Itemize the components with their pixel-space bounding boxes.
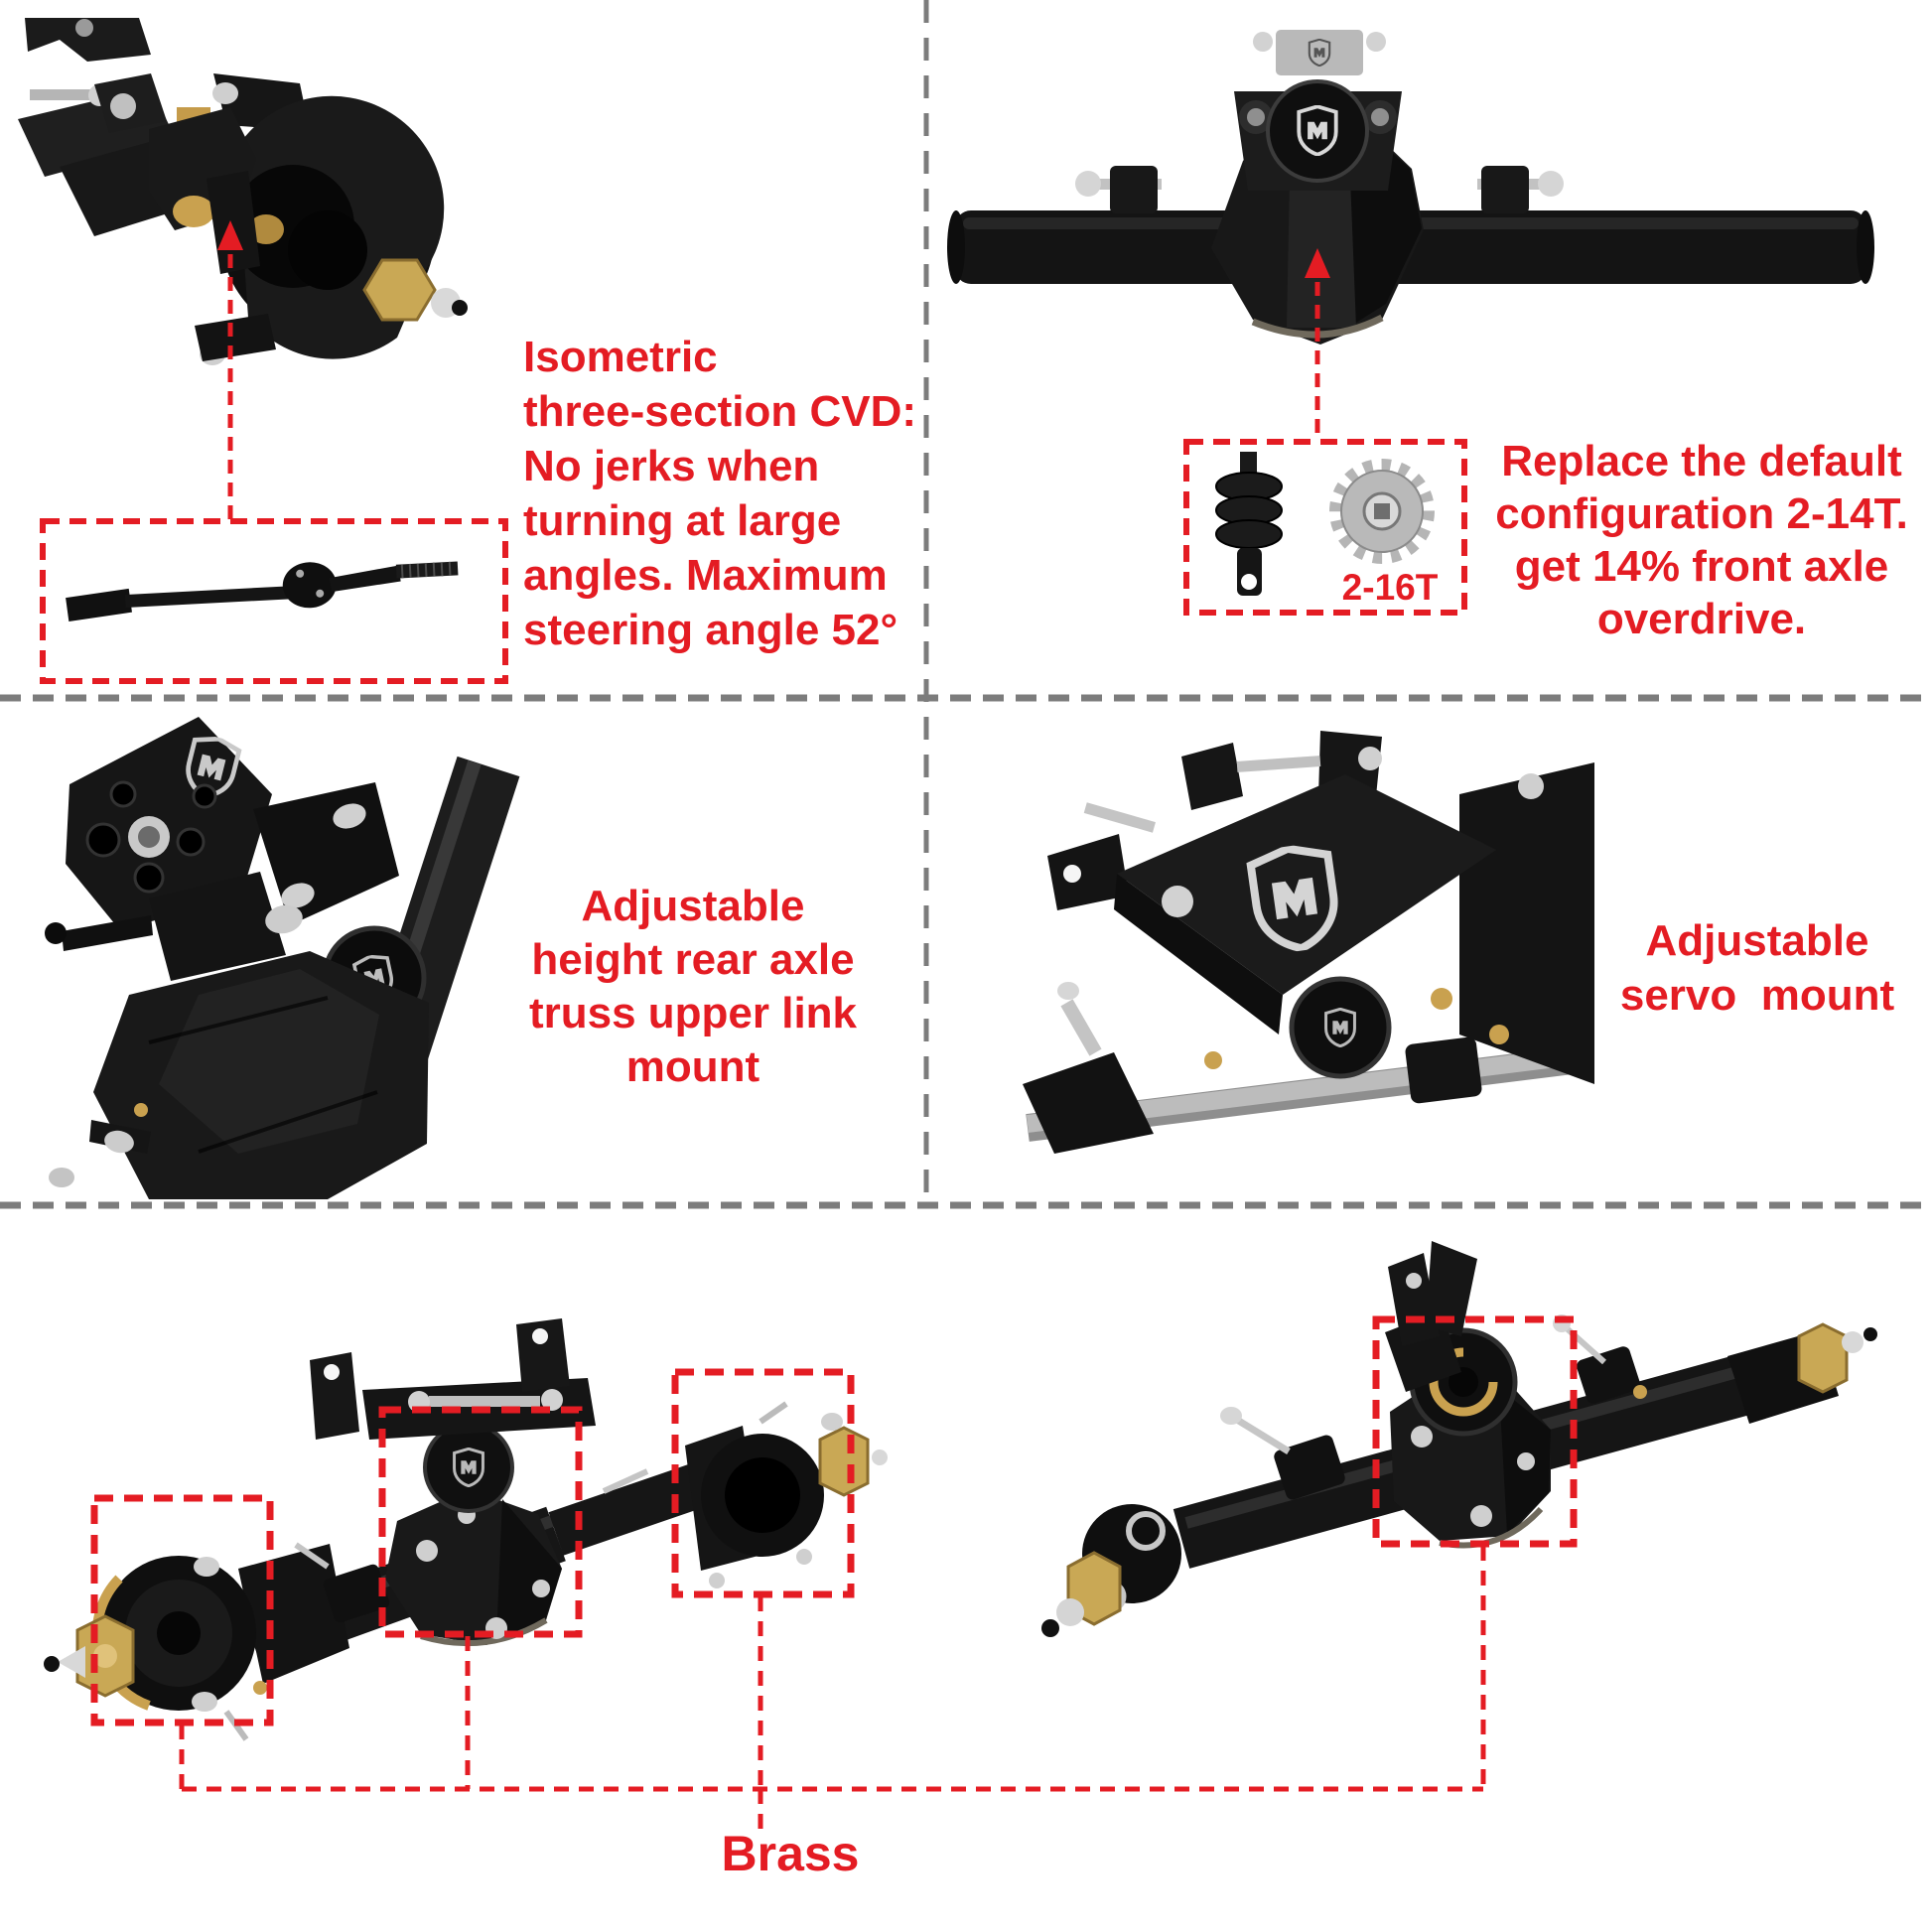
caption-line: height rear axle [531,935,855,984]
left-axle-end [1041,1504,1181,1637]
caption-line: mount [625,1042,760,1091]
caption-line: servo mount [1619,971,1895,1020]
caption-line: Brass [721,1826,860,1881]
caption-line: No jerks when [523,442,820,490]
rear-diff-housing [1385,1241,1551,1549]
cvd-callout-arrow [217,220,243,521]
axle-link-clamp-right [1477,166,1564,213]
caption-line: 2-16T [1341,567,1439,608]
left-portal-knuckle [44,1544,349,1741]
axle-link-clamps [1220,1314,1647,1500]
caption-line: steering angle 52° [523,606,898,654]
cvd-shaft-drawing [66,561,459,622]
cvd-shaft-callout-box [40,518,508,684]
caption-cvd: Isometric three-section CVD: No jerks wh… [523,330,916,657]
center-diff-housing [294,1318,649,1647]
caption-line: turning at large [523,496,842,545]
caption-line: Adjustable [1645,916,1869,965]
caption-line: Replace the default [1501,437,1902,485]
right-axle-end [1727,1322,1877,1424]
rear-axle-photo [947,30,1874,345]
worm-gear-drawing [1215,452,1283,596]
material-label-brass: Brass [701,1827,880,1880]
caption-line: overdrive. [1596,595,1807,643]
caption-line: truss upper link [528,989,858,1037]
caption-line: Isometric [523,333,718,381]
caption-overdrive: Replace the default configuration 2-14T.… [1477,435,1926,645]
caption-servo: Adjustable servo mount [1588,913,1926,1023]
caption-line: angles. Maximum [523,551,888,600]
overdrive-callout-arrow [1305,248,1330,442]
grid-dividers [0,0,1932,1209]
cvd-knuckle-photo [18,18,468,365]
gear-kit-label: 2-16T [1328,568,1451,608]
pinion-gear-drawing [1329,459,1435,564]
servo-mount-photo [1023,731,1594,1154]
gear-kit-callout-box [1183,439,1467,616]
caption-line: get 14% front axle [1514,542,1889,591]
caption-line: configuration 2-14T. [1495,489,1908,538]
brass-connector-lines [179,1546,1486,1829]
caption-line: Adjustable [581,882,805,930]
caption-truss: Adjustable height rear axle truss upper … [496,880,890,1094]
truss-mount-photo [45,717,520,1199]
rear-axle-assembly-photo [1041,1241,1877,1637]
brass-callout-boxes [90,1315,1578,1726]
caption-line: three-section CVD: [523,387,917,436]
right-knuckle [685,1401,888,1588]
axle-link-clamp-left [1075,166,1162,213]
front-axle-photo [44,1318,888,1741]
